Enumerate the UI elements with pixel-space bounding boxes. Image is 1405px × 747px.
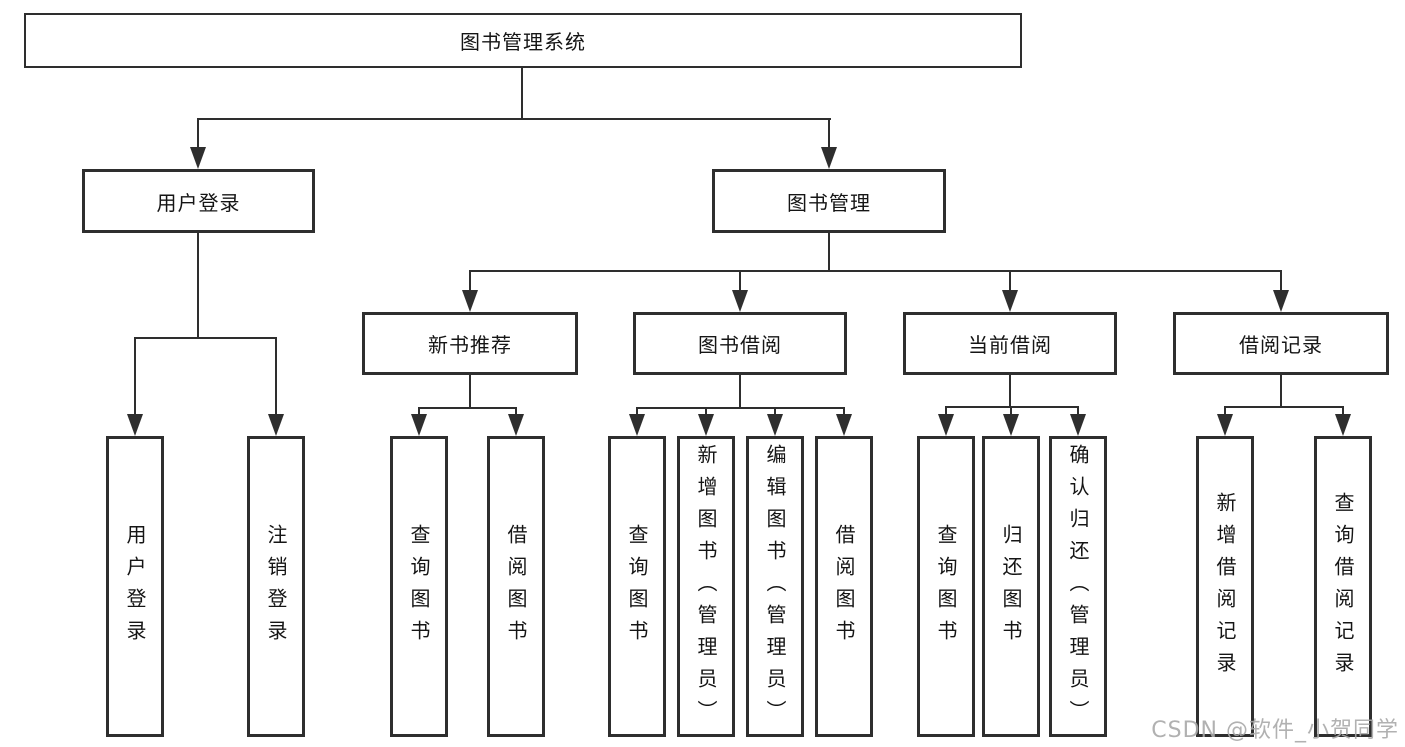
node-new-book-recommend: 新书推荐 — [362, 312, 578, 375]
arrowhead-leaf — [629, 414, 645, 436]
connector-user-login-stem — [197, 233, 199, 339]
connector-new-book-branch — [418, 407, 517, 409]
leaf-add-book-admin: 新增图书（管理员） — [677, 436, 735, 737]
connector-to-leaf-login — [134, 337, 136, 415]
arrowhead-leaf — [411, 414, 427, 436]
connector-leaf — [945, 406, 947, 417]
arrowhead-current-borrow — [1002, 290, 1018, 312]
arrowhead-book-mgmt — [821, 147, 837, 169]
connector-leaf — [843, 407, 845, 417]
node-user-login: 用户登录 — [82, 169, 315, 233]
leaf-borrow-book-recommend: 借阅图书 — [487, 436, 545, 737]
leaf-user-login: 用户登录 — [106, 436, 164, 737]
arrowhead-leaf — [1335, 414, 1351, 436]
node-root: 图书管理系统 — [24, 13, 1022, 68]
connector-root-stem — [521, 68, 523, 120]
arrowhead-leaf — [1217, 414, 1233, 436]
connector-leaf — [1077, 406, 1079, 417]
leaf-logout: 注销登录 — [247, 436, 305, 737]
connector-to-leaf-logout — [275, 337, 277, 415]
leaf-borrow-book: 借阅图书 — [815, 436, 873, 737]
connector-book-mgmt-stem — [828, 233, 830, 272]
connector-borrow-records-stem — [1280, 375, 1282, 408]
arrowhead-user-login — [190, 147, 206, 169]
leaf-edit-book-admin: 编辑图书（管理员） — [746, 436, 804, 737]
connector-leaf — [1342, 406, 1344, 417]
arrowhead-leaf — [1003, 414, 1019, 436]
arrowhead-leaf — [767, 414, 783, 436]
connector-book-mgmt-branch — [469, 270, 1282, 272]
leaf-query-book-borrow: 查询图书 — [608, 436, 666, 737]
connector-current-borrow-stem — [1009, 375, 1011, 408]
connector-to-book-mgmt — [828, 118, 830, 148]
leaf-query-book-recommend: 查询图书 — [390, 436, 448, 737]
connector-new-book-stem — [469, 375, 471, 409]
connector-current-borrow-branch — [945, 406, 1079, 408]
connector-leaf — [705, 407, 707, 417]
connector-leaf — [774, 407, 776, 417]
connector-leaf — [636, 407, 638, 417]
leaf-return-book: 归还图书 — [982, 436, 1040, 737]
connector-leaf — [418, 407, 420, 417]
arrowhead-leaf-login — [127, 414, 143, 436]
arrowhead-leaf — [836, 414, 852, 436]
arrowhead-leaf — [1070, 414, 1086, 436]
connector-root-branch — [197, 118, 831, 120]
node-book-borrow: 图书借阅 — [633, 312, 847, 375]
watermark-text: CSDN @软件_小贺同学 — [1151, 718, 1399, 743]
leaf-confirm-return-admin: 确认归还（管理员） — [1049, 436, 1107, 737]
arrowhead-leaf — [938, 414, 954, 436]
arrowhead-borrow-records — [1273, 290, 1289, 312]
connector-to-borrow-records — [1280, 270, 1282, 292]
connector-to-user-login — [197, 118, 199, 148]
arrowhead-leaf — [698, 414, 714, 436]
leaf-query-book-current: 查询图书 — [917, 436, 975, 737]
node-book-mgmt: 图书管理 — [712, 169, 946, 233]
arrowhead-leaf-logout — [268, 414, 284, 436]
connector-book-borrow-branch — [636, 407, 845, 409]
connector-to-book-borrow — [739, 270, 741, 292]
arrowhead-leaf — [508, 414, 524, 436]
node-borrow-records: 借阅记录 — [1173, 312, 1389, 375]
connector-leaf — [1010, 406, 1012, 417]
connector-user-login-branch — [134, 337, 277, 339]
connector-leaf — [1224, 406, 1226, 417]
connector-borrow-records-branch — [1224, 406, 1344, 408]
connector-to-new-book — [469, 270, 471, 292]
arrowhead-book-borrow — [732, 290, 748, 312]
connector-to-current-borrow — [1009, 270, 1011, 292]
arrowhead-new-book — [462, 290, 478, 312]
leaf-add-borrow-record: 新增借阅记录 — [1196, 436, 1254, 737]
connector-book-borrow-stem — [739, 375, 741, 409]
leaf-query-borrow-record: 查询借阅记录 — [1314, 436, 1372, 737]
node-current-borrow: 当前借阅 — [903, 312, 1117, 375]
connector-leaf — [515, 407, 517, 417]
